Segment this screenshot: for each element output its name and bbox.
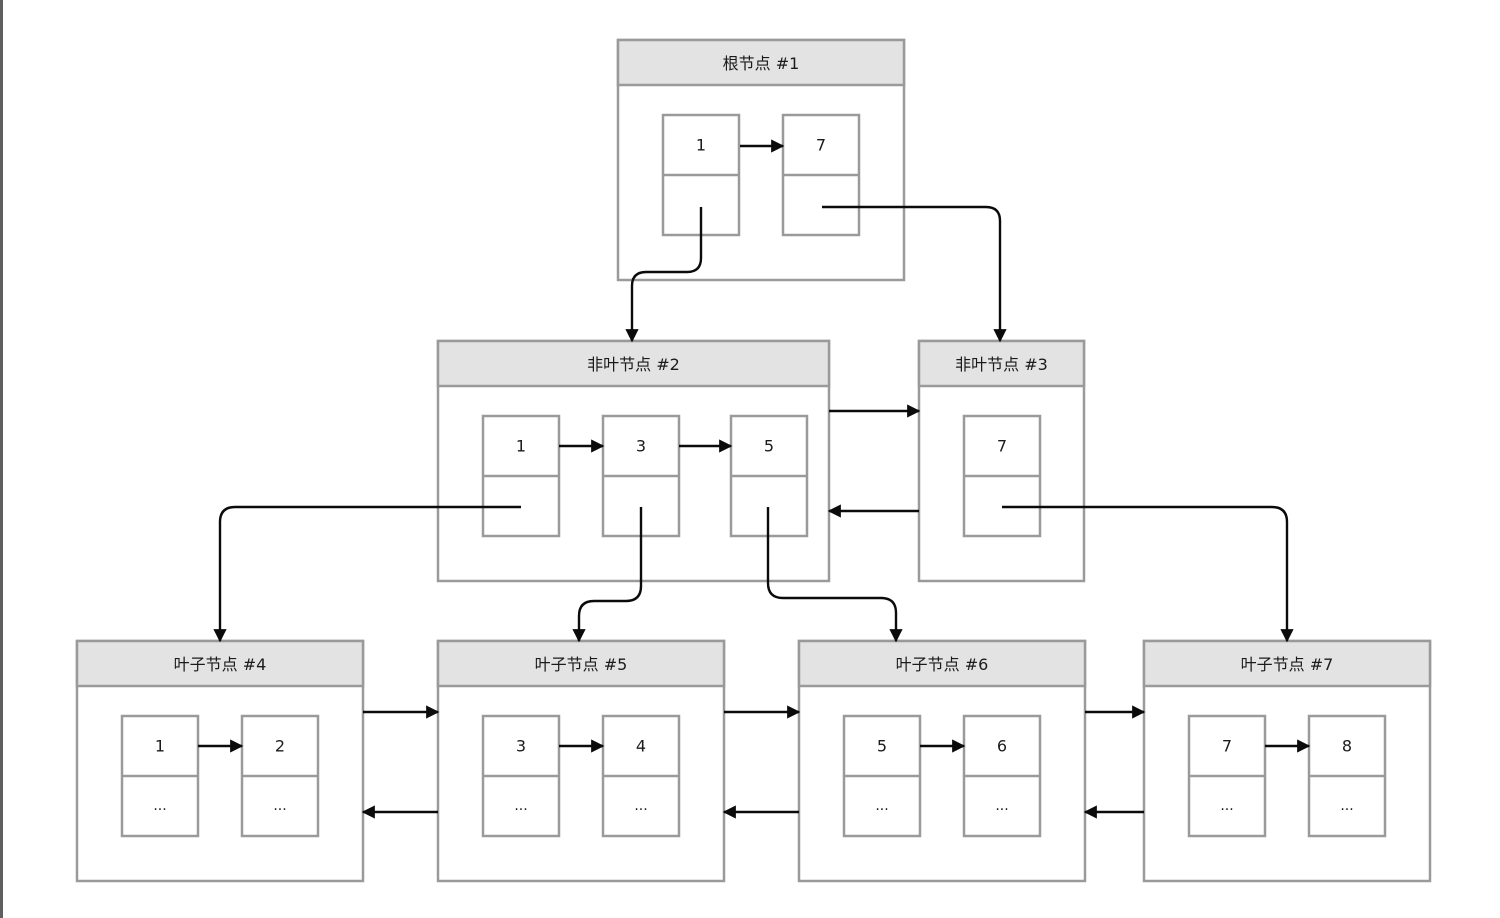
cell-key: 7	[1222, 737, 1232, 756]
tree-node-6: 叶子节点 #65...6...	[797, 639, 1087, 883]
key-cell: 7	[781, 113, 861, 237]
cell-key: 5	[877, 737, 887, 756]
cell-key: 7	[816, 136, 826, 155]
key-cell: 6...	[962, 714, 1042, 838]
key-cell: 7	[962, 414, 1042, 538]
cell-key: 4	[636, 737, 646, 756]
node-title: 叶子节点 #4	[174, 655, 267, 674]
tree-node-3: 非叶节点 #3 7	[917, 339, 1086, 583]
cell-key: 8	[1342, 737, 1352, 756]
cell-pointer: ...	[153, 798, 166, 814]
node-title: 非叶节点 #2	[587, 355, 680, 374]
node-header	[616, 38, 906, 87]
key-cell: 2...	[240, 714, 320, 838]
cell-pointer: ...	[1220, 798, 1233, 814]
key-cell: 1...	[120, 714, 200, 838]
cell-key: 1	[516, 437, 526, 456]
node-header	[75, 639, 365, 688]
cell-key: 7	[997, 437, 1007, 456]
key-cell: 8...	[1307, 714, 1387, 838]
node-title: 叶子节点 #5	[535, 655, 628, 674]
node-title: 叶子节点 #7	[1241, 655, 1334, 674]
child-pointer-arrow	[1002, 505, 1294, 643]
node-header	[1142, 639, 1432, 688]
cell-pointer: ...	[634, 798, 647, 814]
tree-node-1: 根节点 #1 1 7	[616, 38, 906, 282]
key-cell: 1	[481, 414, 561, 538]
node-title: 非叶节点 #3	[955, 355, 1048, 374]
cell-pointer: ...	[273, 798, 286, 814]
node-title: 根节点 #1	[723, 54, 800, 73]
page-left-border	[0, 0, 3, 918]
child-pointer-arrow	[822, 205, 1007, 343]
cell-key: 3	[636, 437, 646, 456]
node-header	[436, 339, 831, 388]
tree-node-4: 叶子节点 #41...2...	[75, 639, 365, 883]
key-cell: 4...	[601, 714, 681, 838]
child-pointer-arrow	[213, 505, 521, 643]
cell-key: 1	[155, 737, 165, 756]
key-cell: 1	[661, 113, 741, 237]
cell-pointer: ...	[1340, 798, 1353, 814]
cell-key: 1	[696, 136, 706, 155]
tree-node-7: 叶子节点 #77...8...	[1142, 639, 1432, 883]
node-header	[797, 639, 1087, 688]
cell-key: 3	[516, 737, 526, 756]
key-cell: 5...	[842, 714, 922, 838]
key-cell: 7...	[1187, 714, 1267, 838]
key-cell: 5	[729, 414, 809, 538]
cell-pointer: ...	[875, 798, 888, 814]
tree-node-5: 叶子节点 #53...4...	[436, 639, 726, 883]
cell-key: 6	[997, 737, 1007, 756]
cell-key: 5	[764, 437, 774, 456]
node-header	[436, 639, 726, 688]
child-pointer-arrow	[766, 507, 903, 643]
child-pointer-arrow	[625, 207, 703, 343]
cell-pointer: ...	[514, 798, 527, 814]
cell-pointer: ...	[995, 798, 1008, 814]
key-cell: 3...	[481, 714, 561, 838]
cell-key: 2	[275, 737, 285, 756]
child-pointer-arrow	[572, 507, 643, 643]
tree-node-2: 非叶节点 #2 1 3 5	[436, 339, 831, 583]
node-title: 叶子节点 #6	[896, 655, 989, 674]
tree-links	[198, 139, 1311, 819]
